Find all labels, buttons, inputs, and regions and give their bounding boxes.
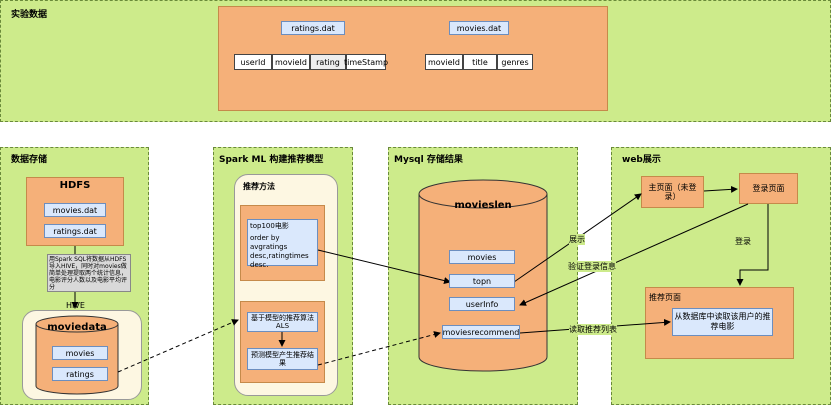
- field-title: title: [463, 54, 497, 70]
- hive-table-movies: movies: [52, 346, 108, 360]
- spark-title: Spark ML 构建推荐模型: [219, 155, 324, 165]
- field-userid: userId: [234, 54, 272, 70]
- mysql-table-topn: topn: [449, 274, 515, 288]
- field-rating: rating: [310, 54, 346, 70]
- ratings-file-label: ratings.dat: [281, 21, 345, 35]
- movieslen-db-name: movieslen: [454, 200, 512, 211]
- field-timestamp: timeStamp: [344, 54, 388, 70]
- mysql-table-movies: movies: [449, 250, 515, 264]
- edge-label-login: 登录: [735, 236, 751, 247]
- hdfs-ratings-file: ratings.dat: [44, 224, 106, 238]
- recommend-page-title: 推荐页面: [649, 293, 681, 302]
- recommend-page-desc: 从数据库中读取该用户的推荐电影: [672, 308, 773, 336]
- storage-title: 数据存储: [11, 155, 48, 165]
- experiment-title: 实验数据: [11, 10, 48, 20]
- methods-title: 推荐方法: [243, 182, 275, 191]
- home-page-box: 主页面（未登录）: [641, 176, 704, 208]
- field-genres: genres: [497, 54, 533, 70]
- edge-label-show: 展示: [569, 234, 585, 245]
- hdfs-movies-file: movies.dat: [44, 203, 106, 217]
- hive-table-ratings: ratings: [52, 367, 108, 381]
- login-page-box: 登录页面: [739, 173, 798, 204]
- als-label: 基于模型的推荐算法ALS: [247, 312, 318, 332]
- web-title: web展示: [622, 155, 661, 165]
- top100-order: order by avgratings desc,ratingtimes des…: [250, 234, 309, 269]
- top100-desc: top100电影 order by avgratings desc,rating…: [247, 219, 318, 269]
- field-movieid-ratings: movieId: [272, 54, 310, 70]
- predict-label: 预测模型产生推荐结果: [247, 348, 318, 370]
- edge-label-verify: 验证登录信息: [568, 261, 616, 272]
- top100-heading: top100电影: [250, 222, 289, 230]
- hive-label: HIVE: [66, 301, 85, 310]
- edge-label-read-recommend: 读取推荐列表: [569, 324, 617, 335]
- mysql-title: Mysql 存储结果: [394, 155, 463, 165]
- hdfs-title: HDFS: [59, 180, 91, 191]
- moviedata-db-name: moviedata: [47, 322, 107, 333]
- import-note: 用Spark SQL将数据从HDFS导入HIVE，同时对movies做简单处理提…: [47, 254, 131, 292]
- mysql-table-moviesrecommend: moviesrecommend: [442, 325, 520, 339]
- movies-file-label: movies.dat: [449, 21, 509, 35]
- field-movieid-movies: movieId: [425, 54, 463, 70]
- mysql-table-userinfo: userInfo: [449, 297, 515, 311]
